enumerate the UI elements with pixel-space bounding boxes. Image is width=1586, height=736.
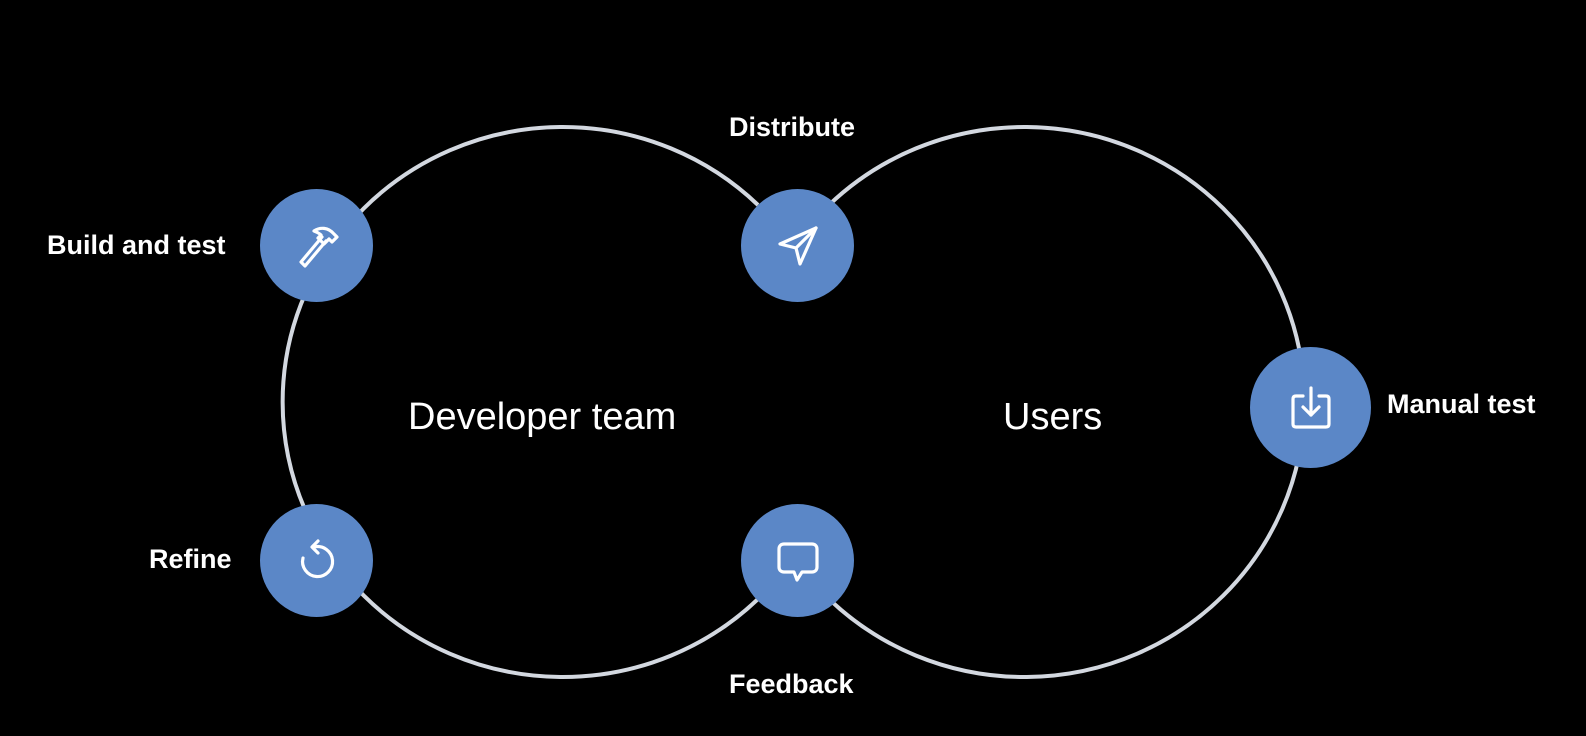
refine-node[interactable] bbox=[260, 504, 373, 617]
download-tray-icon bbox=[1287, 382, 1335, 434]
counterclockwise-arrow-icon bbox=[292, 536, 342, 586]
manual-test-node[interactable] bbox=[1250, 347, 1371, 468]
paper-plane-icon bbox=[772, 220, 824, 272]
distribute-node[interactable] bbox=[741, 189, 854, 302]
hammer-icon bbox=[289, 218, 345, 274]
build-and-test-label: Build and test bbox=[47, 230, 226, 260]
feedback-label: Feedback bbox=[729, 669, 854, 699]
build-and-test-node[interactable] bbox=[260, 189, 373, 302]
distribute-label: Distribute bbox=[729, 112, 856, 142]
users-label: Users bbox=[1003, 396, 1103, 438]
feedback-node[interactable] bbox=[741, 504, 854, 617]
refine-label: Refine bbox=[149, 544, 232, 574]
speech-bubble-icon bbox=[772, 535, 824, 587]
developer-team-label: Developer team bbox=[408, 396, 677, 438]
developer-loop bbox=[280, 125, 760, 679]
manual-test-label: Manual test bbox=[1387, 389, 1536, 419]
